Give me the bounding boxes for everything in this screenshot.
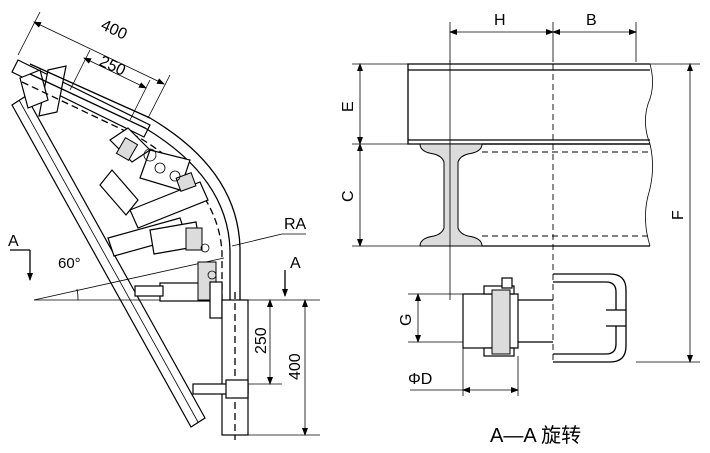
section-mark-right: A: [282, 255, 301, 297]
dim-e-label: E: [340, 101, 357, 112]
vertical-track: [192, 292, 249, 440]
radius-label: RA: [284, 216, 307, 233]
inclined-support-beam: [11, 95, 206, 428]
right-view: H B E: [340, 12, 700, 447]
roller: [462, 277, 553, 357]
angle-slant-line: [33, 257, 225, 301]
section-caption: A—A 旋转: [490, 424, 581, 447]
dim-250-top-label: 250: [97, 53, 128, 80]
dim-h: H: [449, 12, 554, 62]
radius-callout: RA: [231, 216, 307, 247]
dim-d: ΦD: [408, 348, 519, 396]
dim-e: E: [340, 63, 408, 145]
dim-c: C: [340, 143, 420, 247]
angle-arc: [76, 288, 79, 301]
left-view: 400 250 RA 60° A A: [8, 11, 320, 440]
section-mark-left: A: [8, 233, 33, 281]
dim-d-label: ΦD: [408, 371, 432, 388]
dim-250-right: 250: [248, 299, 282, 385]
hanging-bracket: [553, 273, 627, 363]
roller-group-4: [134, 261, 223, 319]
dim-400-right: 400: [248, 299, 320, 436]
i-beam: [419, 143, 653, 247]
dim-b-label: B: [586, 12, 597, 29]
dim-f-label: F: [670, 210, 687, 220]
curved-track-inner: [29, 73, 231, 300]
curved-track-outer: [29, 63, 241, 300]
dim-g: G: [398, 293, 463, 343]
angle-label: 60°: [58, 255, 81, 272]
dim-250-right-label: 250: [253, 327, 270, 354]
dim-g-label: G: [398, 314, 415, 326]
roller-group-2: [129, 149, 209, 229]
roller-group-3: [107, 217, 203, 257]
section-mark-right-label: A: [290, 255, 301, 272]
dim-c-label: C: [340, 190, 357, 202]
upper-frame-box: [407, 63, 653, 145]
dim-400-right-label: 400: [287, 353, 304, 380]
section-mark-left-label: A: [8, 233, 19, 250]
dim-b: B: [552, 12, 637, 62]
roller-small-wheels: [143, 148, 217, 280]
roller-group-1: [99, 127, 151, 216]
dim-400-top-label: 400: [98, 17, 129, 44]
dim-f: F: [636, 63, 700, 363]
dim-h-label: H: [494, 12, 506, 29]
